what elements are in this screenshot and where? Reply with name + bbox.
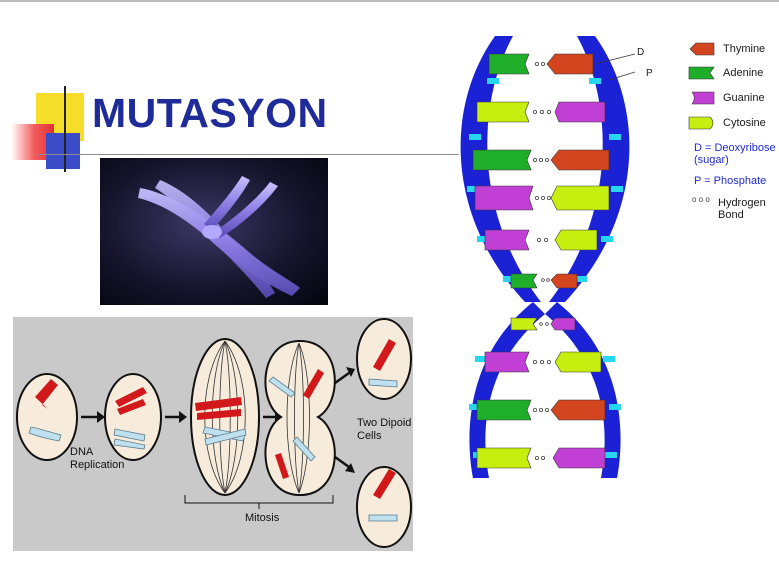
chromosome-image [100,158,328,305]
label-mitosis: Mitosis [245,512,280,524]
label-d: D [637,47,645,58]
label-dna-replication: DNA Replication [70,446,125,471]
legend-label-guanine: Guanine [723,92,765,104]
slide-title: MUTASYON [92,90,328,136]
mitosis-diagram: DNA Replication Mitosis Two Dipoid Cells [13,317,413,551]
top-border-line [0,0,779,2]
legend-note-phosphate: P = Phosphate [694,175,767,187]
thymine-swatch-icon [689,42,715,56]
label-two-diploid-cells: Two Dipoid Cells [357,417,412,442]
dna-double-helix [460,36,635,478]
cytosine-swatch-icon [688,116,714,130]
label-p: P [646,68,653,79]
legend-label-cytosine: Cytosine [723,117,766,129]
legend-label-hydrogen-bond: Hydrogen Bond [718,197,766,221]
title-underline [37,154,459,155]
hydrogen-bond-icon: o o o [692,195,710,204]
legend-label-thymine: Thymine [723,43,766,55]
adenine-swatch-icon [688,66,715,80]
decor-vertical-bar [64,86,66,172]
guanine-swatch-icon [691,91,715,105]
decor-blue-square [46,133,80,169]
legend-label-adenine: Adenine [723,67,764,79]
legend-note-deoxyribose: D = Deoxyribose (sugar) [694,142,776,166]
